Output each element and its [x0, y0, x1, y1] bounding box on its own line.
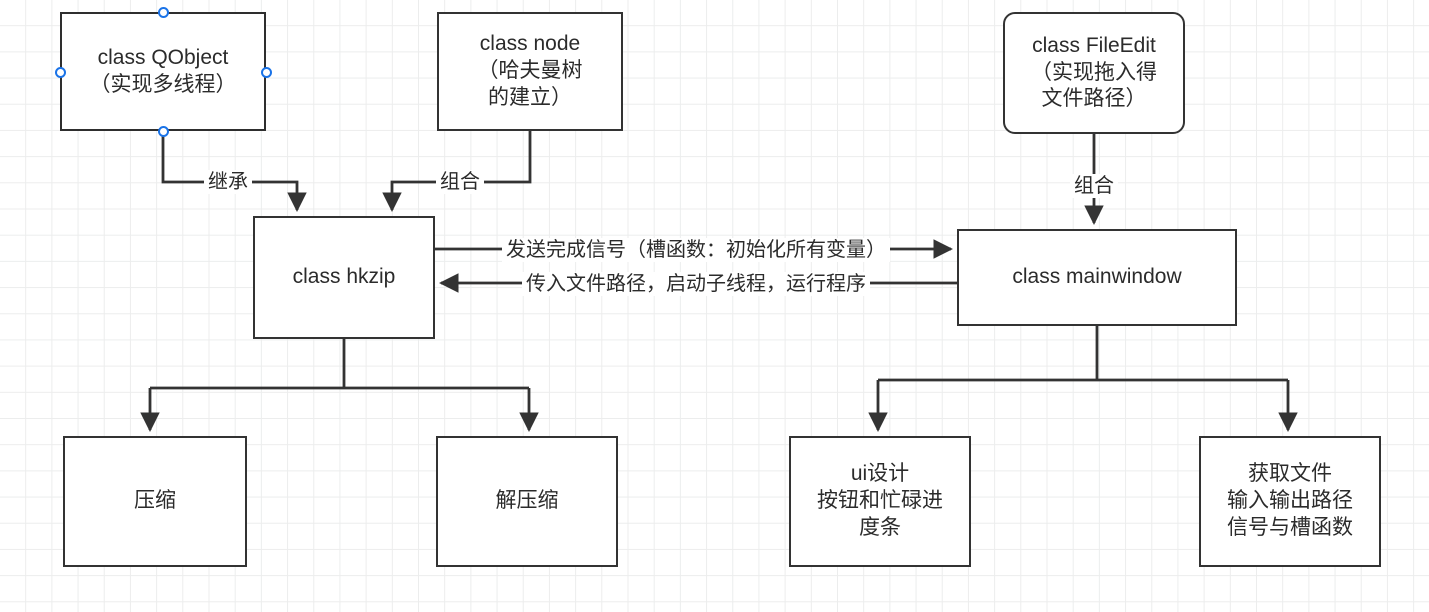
selection-handle-right[interactable] [260, 66, 272, 78]
node-class-node[interactable]: class node （哈夫曼树 的建立） [437, 12, 623, 131]
node-label: class hkzip [292, 265, 396, 289]
node-mainwindow[interactable]: class mainwindow [957, 229, 1237, 326]
node-file-io[interactable]: 获取文件 输入输出路径 信号与槽函数 [1199, 436, 1381, 567]
node-label: 获取文件 输入输出路径 信号与槽函数 [1227, 462, 1353, 539]
node-ui-design[interactable]: ui设计 按钮和忙碌进 度条 [789, 436, 971, 567]
edge-label-compose-fileedit: 组合 [1070, 174, 1118, 198]
node-label: class FileEdit （实现拖入得 文件路径） [1031, 33, 1157, 111]
node-label: class mainwindow [1012, 265, 1182, 289]
node-decompress[interactable]: 解压缩 [436, 436, 618, 567]
selection-handle-bottom[interactable] [157, 125, 169, 137]
node-label: class QObject （实现多线程） [89, 45, 237, 96]
node-qobject[interactable]: class QObject （实现多线程） [60, 12, 266, 131]
node-label: 压缩 [134, 489, 176, 513]
selection-handle-top[interactable] [157, 6, 169, 18]
node-label: ui设计 按钮和忙碌进 度条 [817, 462, 943, 539]
edge-label-signal-done: 发送完成信号（槽函数：初始化所有变量） [502, 238, 890, 262]
node-fileedit[interactable]: class FileEdit （实现拖入得 文件路径） [1003, 12, 1185, 134]
selection-handle-left[interactable] [54, 66, 66, 78]
node-compress[interactable]: 压缩 [63, 436, 247, 567]
node-label: class node （哈夫曼树 的建立） [477, 32, 583, 109]
node-label: 解压缩 [495, 489, 559, 513]
node-hkzip[interactable]: class hkzip [253, 216, 435, 339]
edge-label-compose-node: 组合 [436, 170, 484, 194]
edge-label-pass-path: 传入文件路径，启动子线程，运行程序 [522, 272, 870, 296]
edge-label-inherit: 继承 [204, 170, 252, 194]
